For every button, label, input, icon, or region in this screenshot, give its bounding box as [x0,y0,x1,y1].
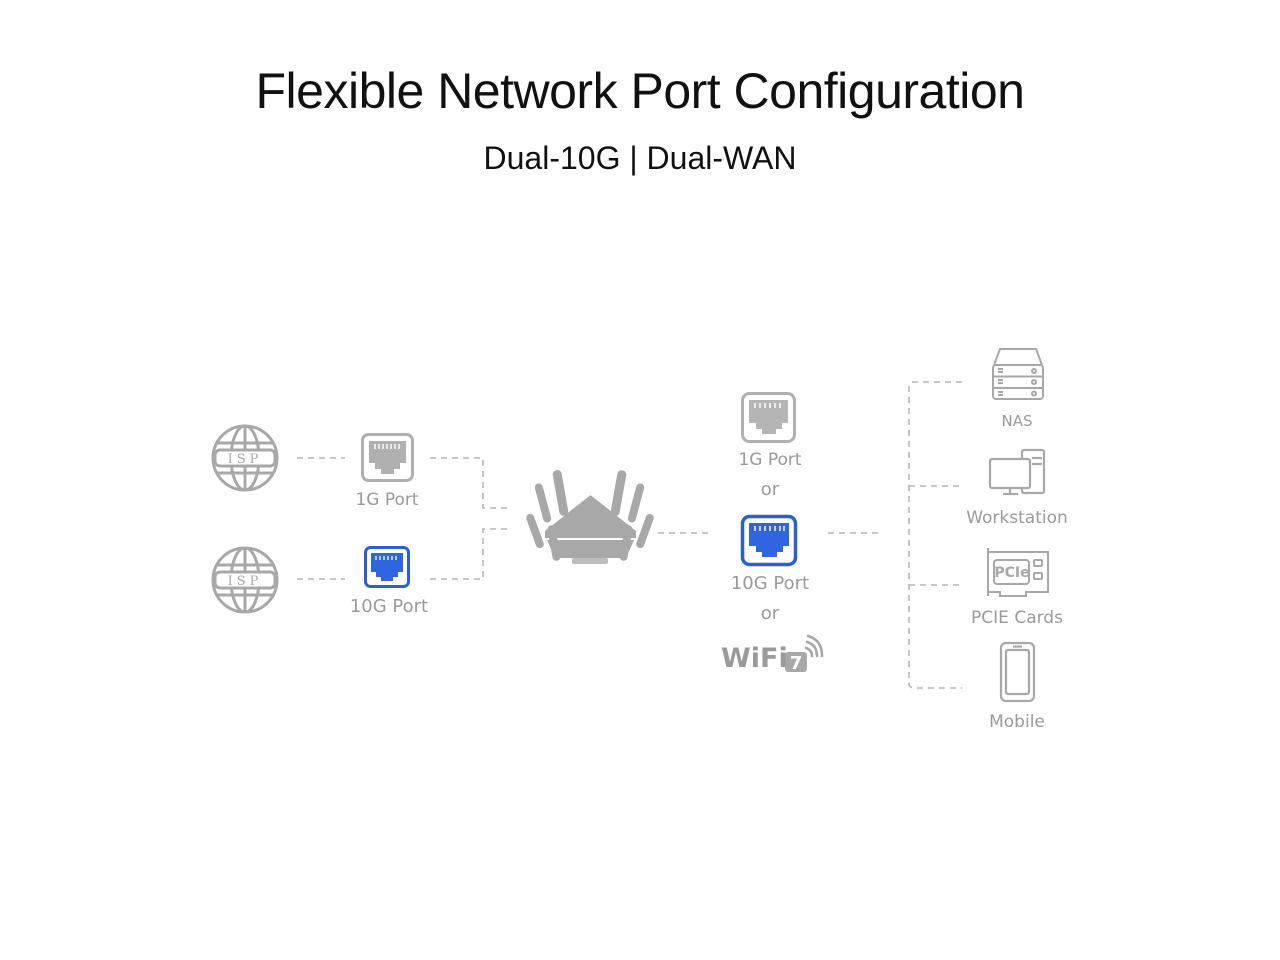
wan-port-label-10g: 10G Port [349,596,429,617]
isp-label: ISP [228,452,263,467]
connector-1g-router [430,457,510,509]
page-title: Flexible Network Port Configuration [255,63,1025,119]
lan-port-label-1g: 1G Port [738,450,802,470]
wan-port-label-1g: 1G Port [355,490,419,510]
mobile-icon [999,641,1036,703]
device-label-nas: NAS [1001,412,1033,430]
device-label-workstation: Workstation [966,508,1068,528]
lan-port-10g-icon [740,514,798,567]
device-label-pcie: PCIE Cards [971,608,1063,628]
lan-port-1g-icon [741,392,796,443]
wifi-label: WiFi [721,643,788,674]
wifi7-icon: 7 [785,634,824,674]
page-subtitle: Dual-10G | Dual-WAN [483,140,797,176]
pcie-badge: PCIe [994,565,1029,581]
wifi-badge: 7 [790,653,803,674]
isp-label: ISP [228,574,263,589]
ethernet-port-10g-icon [364,546,410,588]
device-bus [908,381,962,689]
isp-globe-icon [211,424,279,492]
connector-lines [297,381,962,689]
pcie-card-icon [987,548,1049,597]
or-label: or [760,603,780,624]
or-label: or [760,479,780,500]
nas-icon [992,348,1044,400]
workstation-icon [988,448,1046,496]
device-label-mobile: Mobile [989,712,1045,732]
isp-globe-icon [211,546,279,614]
ethernet-port-1g-icon [361,433,414,482]
lan-port-label-10g: 10G Port [730,573,810,594]
connector-10g-router [430,528,510,580]
router-icon [526,470,654,564]
